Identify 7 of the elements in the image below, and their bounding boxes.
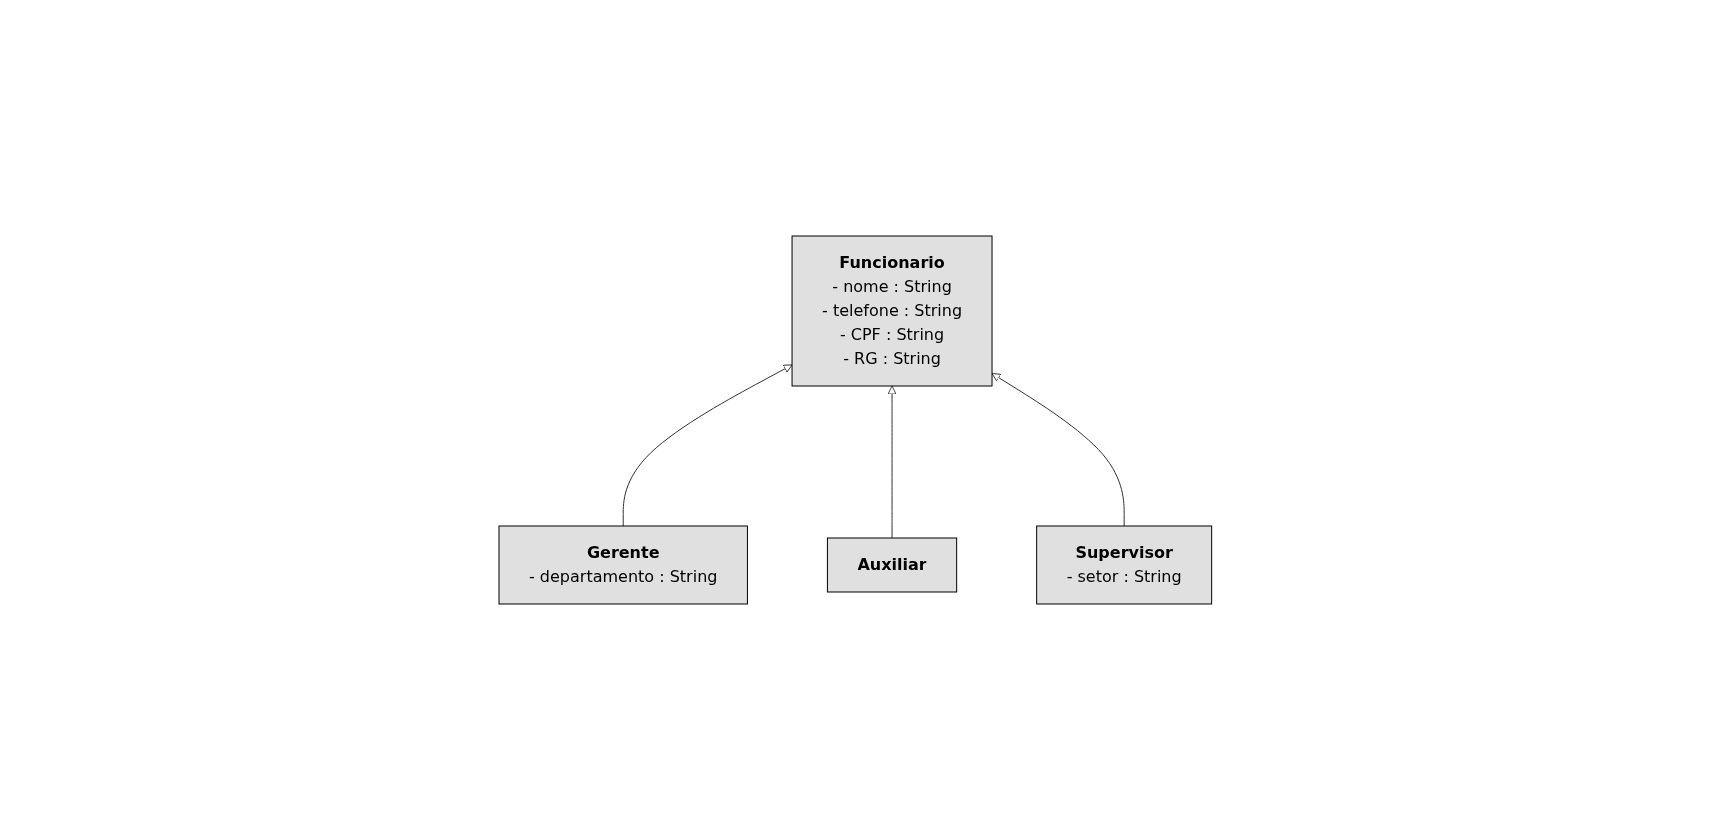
- arrow: [991, 372, 1125, 526]
- node-box: Auxiliar: [827, 537, 958, 592]
- arrow: [887, 385, 897, 538]
- node-box: Funcionario - nome : String - telefone : String - CPF : String - RG : String: [791, 235, 993, 386]
- node-box: Gerente - departamento : String: [498, 525, 749, 604]
- arrow: [622, 364, 793, 526]
- node-box: Supervisor - setor : String: [1036, 525, 1213, 604]
